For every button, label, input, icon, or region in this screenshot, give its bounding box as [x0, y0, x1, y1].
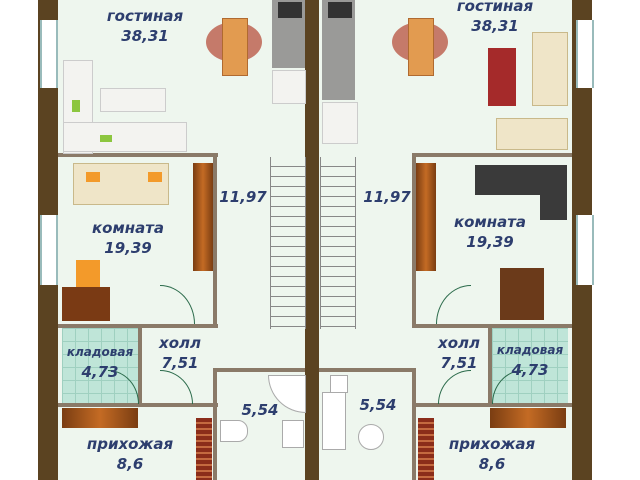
wardrobe	[416, 163, 436, 271]
coffee-table	[100, 88, 166, 112]
stairs-area-right: 11,97	[363, 188, 411, 206]
wall	[138, 324, 142, 404]
room-name: прихожая	[448, 435, 536, 453]
wall	[213, 368, 217, 480]
party-wall	[305, 0, 319, 480]
fridge	[322, 102, 358, 144]
pillow	[100, 135, 112, 142]
shoe-rack	[418, 418, 434, 480]
storage-right	[492, 328, 568, 404]
dining-table	[408, 18, 434, 76]
wall	[412, 403, 572, 407]
bench	[490, 408, 566, 428]
room-name: комната	[453, 213, 527, 231]
room-label-hall-right: холл 7,51	[424, 333, 494, 373]
wardrobe	[193, 163, 213, 271]
dining-table	[222, 18, 248, 76]
desk	[500, 268, 544, 320]
window	[576, 20, 594, 88]
stove-icon	[328, 2, 352, 18]
room-label-room-left: комната 19,39	[78, 218, 178, 258]
wall	[488, 324, 492, 404]
stairs-area-left: 11,97	[219, 188, 267, 206]
room-name: кладовая	[496, 343, 564, 357]
window	[40, 20, 58, 88]
wall	[319, 368, 414, 372]
armchair	[496, 118, 568, 150]
wall	[213, 368, 305, 372]
wall	[58, 153, 218, 157]
room-label-entry-left: прихожая 8,6	[70, 434, 190, 474]
wall	[412, 153, 416, 328]
corner-sofa	[540, 165, 567, 220]
wall	[412, 368, 416, 480]
bathroom-area-left: 5,54	[241, 401, 279, 419]
desk	[62, 287, 110, 321]
room-label-room-right: комната 19,39	[440, 212, 540, 252]
sink	[282, 420, 304, 448]
room-label-living-left: гостиная 38,31	[90, 6, 200, 46]
window	[576, 215, 594, 285]
pillow	[86, 172, 100, 182]
window	[40, 215, 58, 285]
room-name: холл	[159, 334, 201, 352]
room-area: 4,73	[511, 361, 549, 379]
room-label-living-right: гостиная 38,31	[440, 0, 550, 36]
bench	[62, 408, 138, 428]
room-name: прихожая	[86, 435, 174, 453]
room-area: 4,73	[81, 363, 119, 381]
room-area: 38,31	[471, 17, 519, 35]
pillow	[148, 172, 162, 182]
wall	[213, 153, 217, 328]
sink	[358, 424, 384, 450]
stove-icon	[278, 2, 302, 18]
corner-sofa	[63, 122, 187, 152]
room-name: холл	[438, 334, 480, 352]
pillow	[72, 100, 80, 112]
room-label-storage-right: кладовая 4,73	[490, 340, 570, 380]
room-label-hall-left: холл 7,51	[145, 333, 215, 373]
stairs-left	[270, 157, 306, 329]
bathtub	[322, 392, 346, 450]
sofa	[73, 163, 169, 205]
room-area: 7,51	[440, 354, 478, 372]
room-label-entry-right: прихожая 8,6	[432, 434, 552, 474]
wall	[412, 153, 572, 157]
shoe-rack	[196, 418, 212, 480]
toilet	[330, 375, 348, 393]
room-name: кладовая	[66, 345, 134, 359]
room-name: гостиная	[106, 7, 184, 25]
room-area: 8,6	[116, 455, 144, 473]
room-area: 7,51	[161, 354, 199, 372]
room-label-storage-left: кладовая 4,73	[60, 342, 140, 382]
room-area: 19,39	[104, 239, 152, 257]
room-name: гостиная	[456, 0, 534, 15]
room-area: 8,6	[478, 455, 506, 473]
room-area: 19,39	[466, 233, 514, 251]
sofa	[532, 32, 568, 106]
wall	[58, 403, 218, 407]
rug	[488, 48, 516, 106]
bathroom-area-right: 5,54	[359, 396, 397, 414]
armchair	[76, 260, 100, 288]
stairs-right	[320, 157, 356, 329]
room-area: 38,31	[121, 27, 169, 45]
wall	[412, 324, 572, 328]
fridge	[272, 70, 306, 104]
room-name: комната	[91, 219, 165, 237]
toilet	[220, 420, 248, 442]
